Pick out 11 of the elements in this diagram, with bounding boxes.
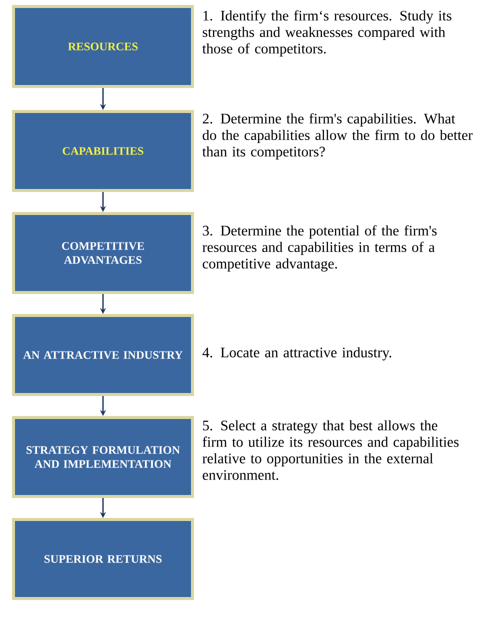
step-description: 4. Locate an attractive industry. <box>202 347 392 360</box>
process-box: CAPABILITIES <box>12 110 194 192</box>
step-description: 5. Select a strategy that best allows the firm to utilize its resources and capabilities relative to opportunities in the external environment. <box>202 420 459 480</box>
step-description: 3. Determine the potential of the firm's resources and capabilities in terms of a competitive advantage. <box>202 225 437 272</box>
process-box: RESOURCES <box>12 5 194 88</box>
process-box: SUPERIOR RETURNS <box>12 518 194 600</box>
process-box: STRATEGY FORMULATION AND IMPLEMENTATION <box>12 416 194 498</box>
step-description: 1. Identify the firm‘s resources. Study its strengths and weaknesses compared with those of competitors. <box>202 10 452 56</box>
process-box: COMPETITIVE ADVANTAGES <box>12 212 194 294</box>
process-box: AN ATTRACTIVE INDUSTRY <box>12 314 194 396</box>
step-description: 2. Determine the firm's capabilities. What do the capabilities allow the firm to do better than its competitors? <box>202 113 473 160</box>
